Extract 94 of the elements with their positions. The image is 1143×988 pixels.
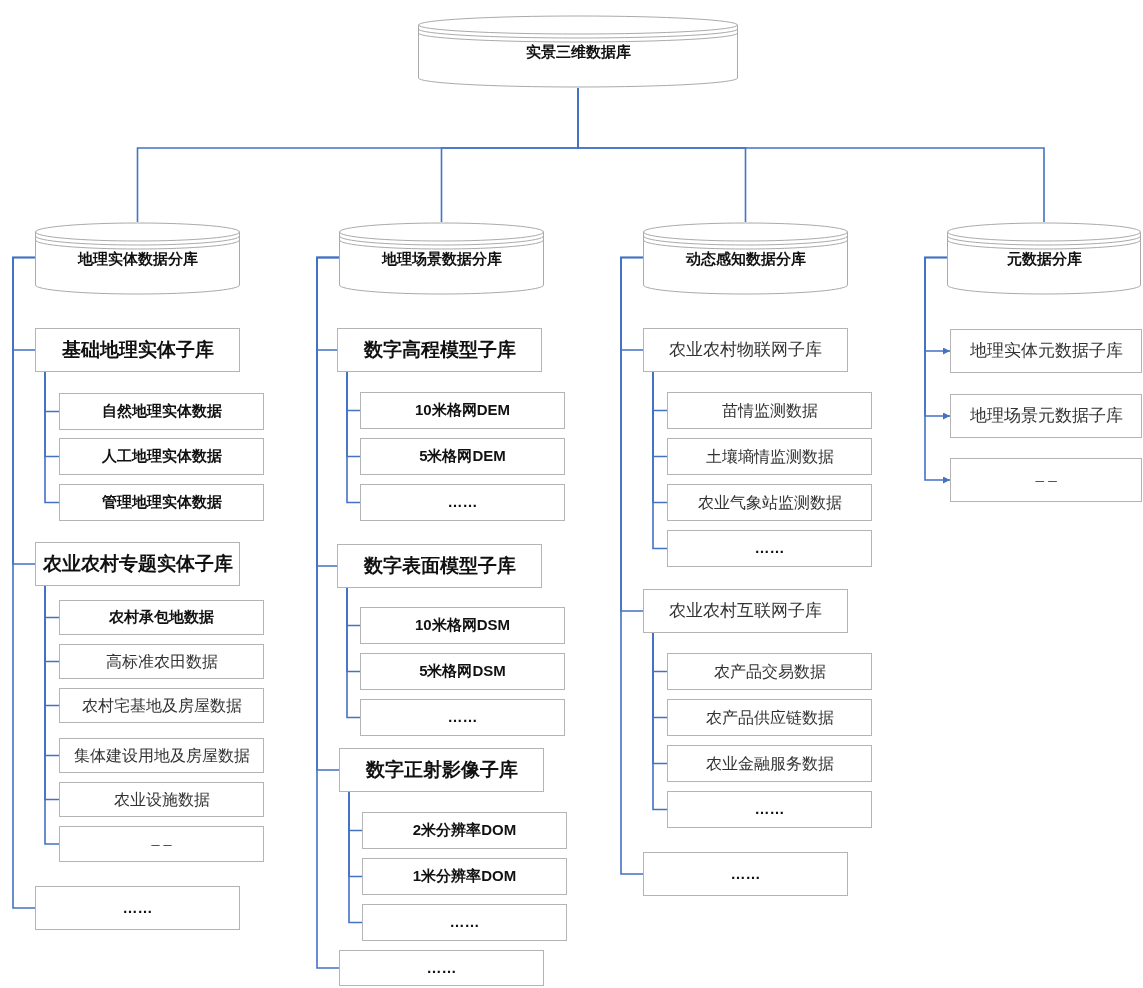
library-box <box>35 542 240 586</box>
library-box <box>362 812 567 849</box>
arrow <box>924 256 951 484</box>
library-box <box>667 745 872 782</box>
node-label: …… <box>754 800 785 819</box>
node-label: 元数据分库 <box>1005 250 1083 269</box>
node-label: 自然地理实体数据 <box>101 402 222 421</box>
node-label: …… <box>730 864 761 884</box>
node-label: …… <box>447 493 478 512</box>
node-label: 农业农村互联网子库 <box>669 600 822 622</box>
node-label: 实景三维数据库 <box>524 43 632 62</box>
node-label: 集体建设用地及房屋数据 <box>73 745 250 766</box>
library-box <box>35 328 240 372</box>
library-box <box>59 600 264 635</box>
connector-line <box>346 371 361 504</box>
node-label: 5米格网DEM <box>419 447 506 466</box>
library-box <box>360 607 565 644</box>
connector-line <box>44 371 60 504</box>
library-box <box>59 782 264 817</box>
library-box <box>643 852 848 896</box>
node-label: 地理场景元数据子库 <box>969 405 1123 427</box>
library-box <box>643 328 848 372</box>
library-box <box>59 738 264 773</box>
node-label: 1米分辨率DOM <box>412 867 517 886</box>
library-box <box>362 858 567 895</box>
node-label: 高标准农田数据 <box>105 651 218 672</box>
library-box <box>667 530 872 567</box>
connector-line <box>44 585 60 845</box>
node-label: 农村承包地数据 <box>109 608 214 627</box>
library-box <box>667 392 872 429</box>
library-box <box>339 950 544 986</box>
library-box <box>667 699 872 736</box>
library-box <box>59 393 264 430</box>
node-label: 地理实体元数据子库 <box>969 340 1123 362</box>
node-label: 农产品供应链数据 <box>705 707 834 728</box>
node-label: 2米分辨率DOM <box>412 821 517 840</box>
library-box <box>360 484 565 521</box>
node-label: 数字表面模型子库 <box>363 554 516 578</box>
library-box <box>667 484 872 521</box>
node-label: 数字高程模型子库 <box>363 338 516 362</box>
library-box <box>362 904 567 941</box>
node-label: 农业农村物联网子库 <box>669 339 822 361</box>
library-box <box>360 392 565 429</box>
node-label: 数字正射影像子库 <box>365 758 518 782</box>
node-label: 基础地理实体子库 <box>61 338 214 362</box>
library-box <box>59 438 264 475</box>
node-label: 苗情监测数据 <box>721 400 818 421</box>
node-label: 动态感知数据分库 <box>684 250 807 269</box>
node-label: …… <box>754 539 785 558</box>
connector-line <box>346 587 361 719</box>
library-box <box>59 644 264 679</box>
node-label: 管理地理实体数据 <box>101 493 222 512</box>
node-label: …… <box>426 958 457 978</box>
node-label: 土壤墒情监测数据 <box>705 446 834 467</box>
library-box <box>667 653 872 690</box>
library-box <box>950 458 1142 502</box>
node-label: 农业农村专题实体子库 <box>42 552 233 576</box>
library-box <box>360 653 565 690</box>
connector-line <box>316 256 340 969</box>
connector-line <box>652 371 668 550</box>
library-box <box>35 886 240 930</box>
library-box <box>950 329 1142 373</box>
library-box <box>59 484 264 521</box>
node-label: 农业金融服务数据 <box>705 753 834 774</box>
node-label: …… <box>122 898 153 918</box>
node-label: …… <box>449 913 480 932</box>
connector-line <box>12 256 36 909</box>
node-label: 10米格网DSM <box>415 616 510 635</box>
node-label: 5米格网DSM <box>419 662 506 681</box>
library-box <box>339 748 544 792</box>
node-label: – – <box>1035 469 1057 491</box>
connector-line <box>652 632 668 811</box>
library-box <box>667 791 872 828</box>
library-box <box>643 589 848 633</box>
node-label: 人工地理实体数据 <box>101 447 222 466</box>
library-box <box>337 328 542 372</box>
node-label: 10米格网DEM <box>415 401 510 420</box>
library-box <box>59 826 264 862</box>
node-label: 农村宅基地及房屋数据 <box>81 695 242 716</box>
library-box <box>360 699 565 736</box>
library-box <box>59 688 264 723</box>
node-label: …… <box>447 708 478 727</box>
node-label: 地理场景数据分库 <box>380 250 503 269</box>
connector-line <box>348 791 363 924</box>
library-box <box>360 438 565 475</box>
node-label: 农业设施数据 <box>113 789 210 810</box>
node-label: – – <box>151 834 172 854</box>
library-box <box>337 544 542 588</box>
library-box <box>950 394 1142 438</box>
node-label: 地理实体数据分库 <box>76 250 199 269</box>
connector-line <box>620 256 644 875</box>
node-label: 农业气象站监测数据 <box>697 492 842 513</box>
node-label: 农产品交易数据 <box>713 661 826 682</box>
library-box <box>667 438 872 475</box>
